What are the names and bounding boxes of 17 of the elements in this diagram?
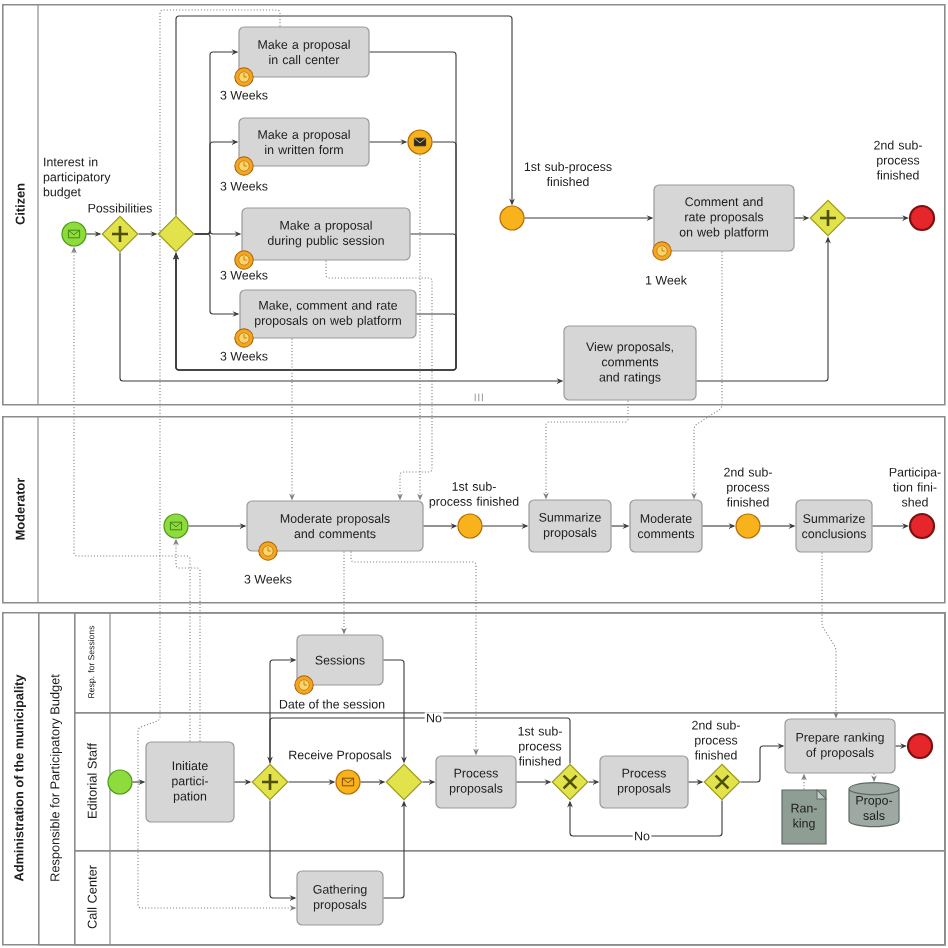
gateway-diamond	[703, 763, 741, 801]
intermediate-event	[457, 513, 483, 539]
end-event	[908, 204, 936, 232]
intermediate-event	[499, 205, 525, 231]
intermediate-event	[735, 513, 761, 539]
gateway-diamond	[385, 763, 423, 801]
gateway-diamond	[809, 199, 847, 237]
gateway-diamond	[251, 763, 289, 801]
sequence-arrow	[567, 800, 723, 837]
start-event	[107, 769, 133, 795]
sequence-arrow	[267, 717, 571, 764]
gateway-diamond	[157, 215, 195, 253]
sequence-arrow	[175, 15, 515, 216]
end-event	[906, 732, 934, 760]
end-event	[908, 512, 936, 540]
gateway-diamond	[551, 763, 589, 801]
gateway-diamond	[101, 215, 139, 253]
